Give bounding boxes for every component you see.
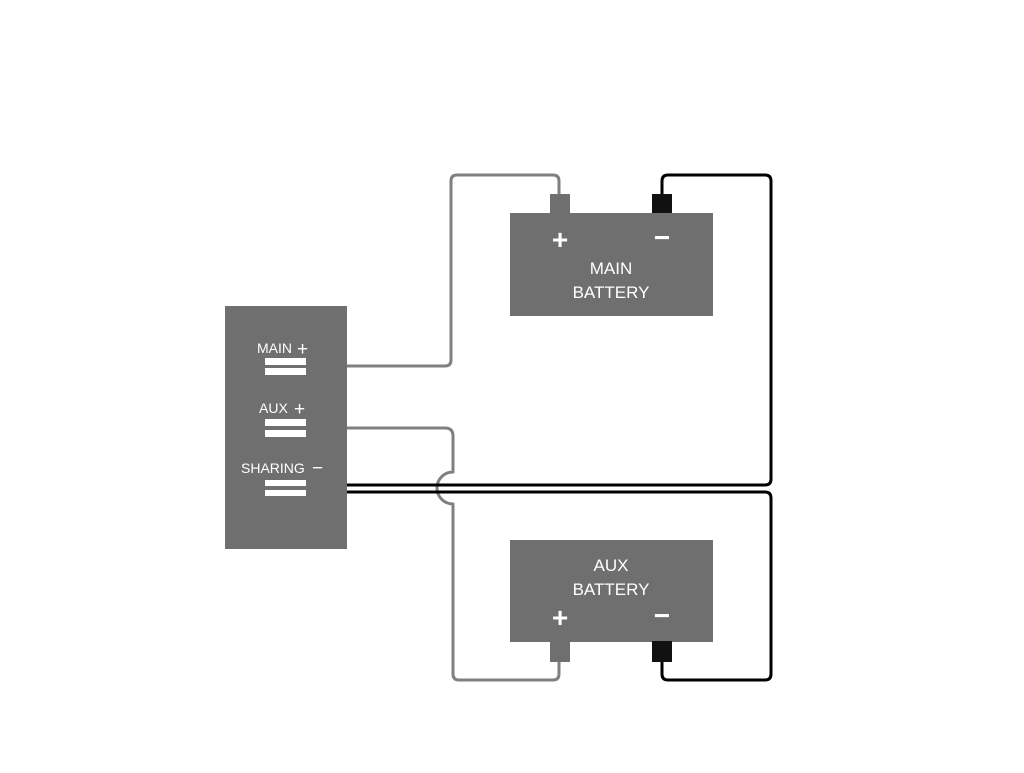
main-negative-wire bbox=[305, 173, 773, 487]
main-battery: + − MAIN BATTERY bbox=[510, 194, 713, 316]
controller-module: MAIN + AUX + SHARING − bbox=[225, 306, 347, 549]
aux-battery-negative-post bbox=[652, 641, 672, 662]
controller-aux-terminal bbox=[265, 419, 306, 426]
main-battery-positive-sign: + bbox=[552, 224, 568, 255]
main-battery-box bbox=[510, 213, 713, 316]
main-battery-positive-post bbox=[550, 194, 570, 214]
controller-sharing-label: SHARING bbox=[241, 460, 305, 476]
controller-sharing-sign: − bbox=[312, 458, 323, 479]
aux-battery: AUX BATTERY + − bbox=[510, 540, 713, 662]
controller-aux-label: AUX bbox=[259, 400, 288, 416]
controller-sharing-terminal-lower bbox=[265, 490, 306, 496]
controller-main-label: MAIN bbox=[257, 340, 292, 356]
controller-sharing-terminal bbox=[265, 480, 306, 486]
controller-aux-terminal-lower bbox=[265, 430, 306, 437]
controller-main-terminal bbox=[265, 358, 306, 365]
main-battery-negative-sign: − bbox=[654, 222, 670, 253]
controller-box bbox=[225, 306, 347, 549]
main-battery-label-line2: BATTERY bbox=[573, 283, 650, 302]
aux-battery-positive-post bbox=[550, 641, 570, 662]
main-battery-label-line1: MAIN bbox=[590, 259, 633, 278]
aux-battery-label-line2: BATTERY bbox=[573, 580, 650, 599]
controller-main-terminal-lower bbox=[265, 368, 306, 375]
aux-battery-box bbox=[510, 540, 713, 642]
aux-negative-wire bbox=[305, 490, 773, 682]
aux-battery-label-line1: AUX bbox=[594, 556, 629, 575]
main-positive-wire bbox=[305, 173, 561, 368]
controller-main-sign: + bbox=[297, 339, 308, 360]
controller-aux-sign: + bbox=[294, 399, 305, 420]
aux-positive-wire bbox=[305, 426, 561, 682]
aux-battery-negative-sign: − bbox=[654, 600, 670, 631]
main-battery-negative-post bbox=[652, 194, 672, 214]
aux-battery-positive-sign: + bbox=[552, 602, 568, 633]
